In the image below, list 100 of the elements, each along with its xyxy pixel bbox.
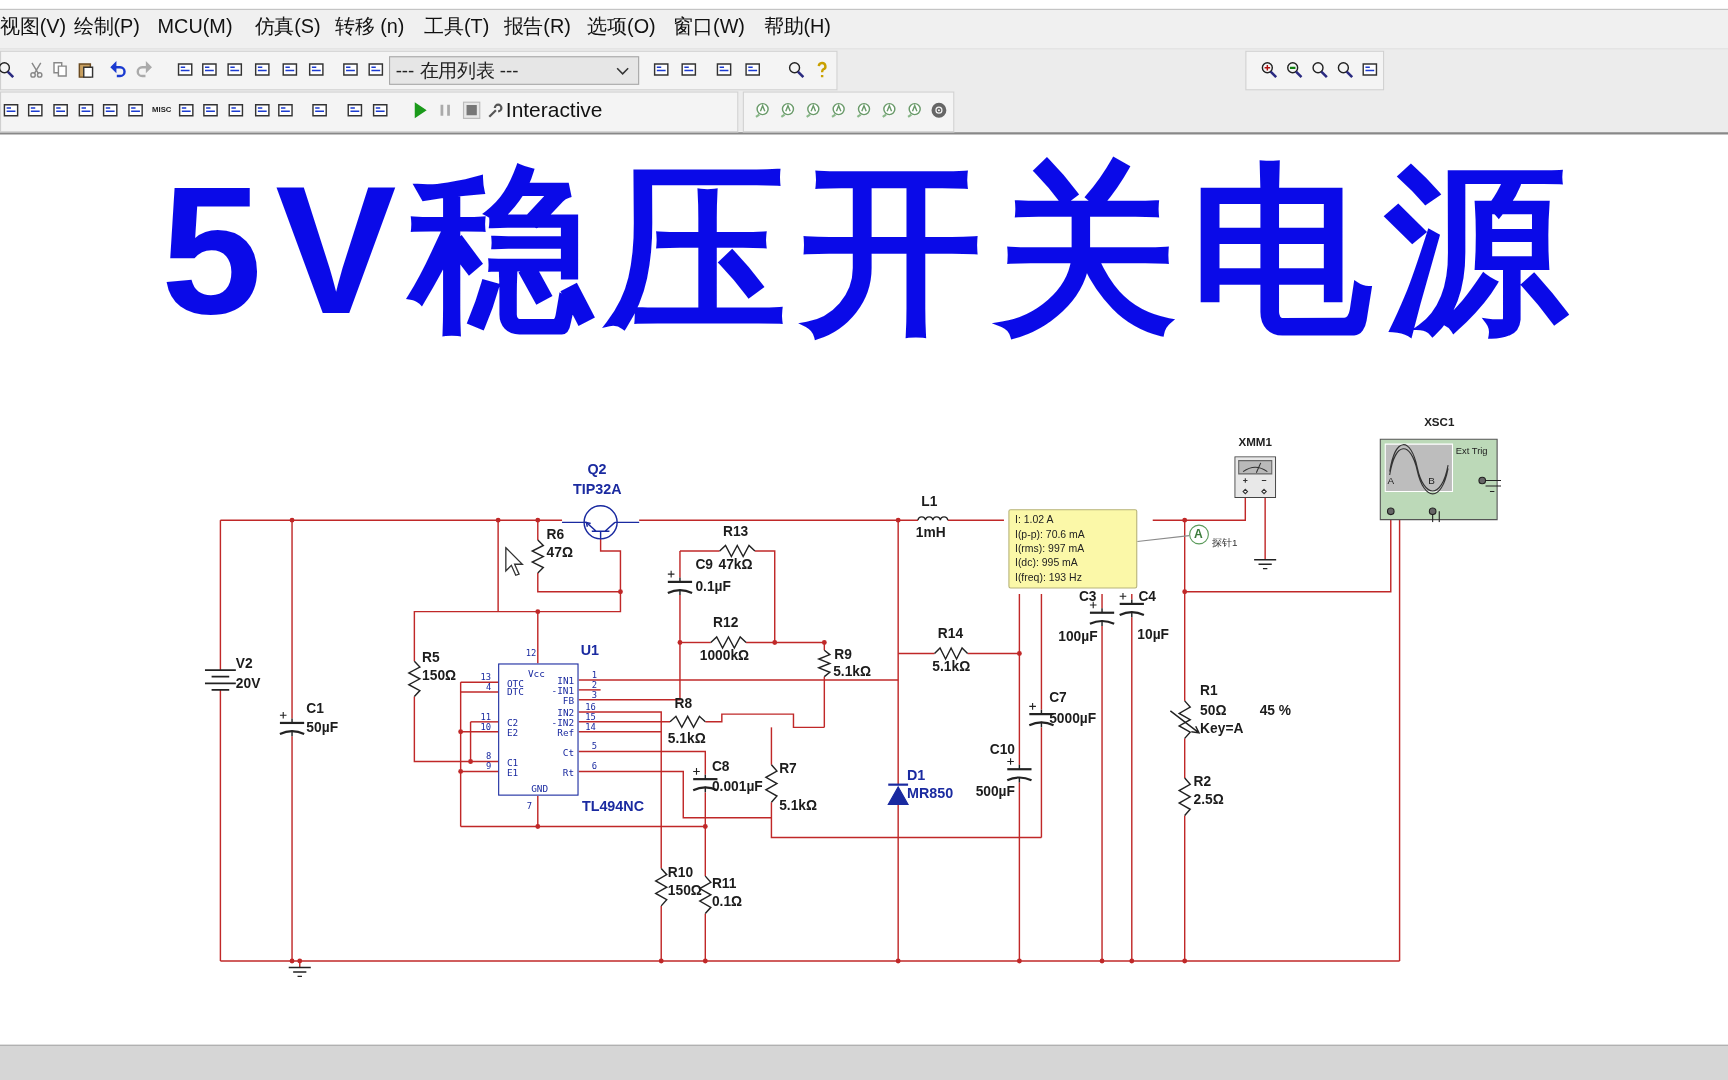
- menu-item: 工具(T): [424, 16, 490, 37]
- mode-label: Interactive: [505, 99, 603, 121]
- component-label: D1: [907, 768, 926, 783]
- value-label: 5.1kΩ: [779, 799, 817, 813]
- component-label: Q2: [587, 461, 607, 477]
- menu-item: 转移 (n): [335, 16, 405, 37]
- pin-number: 12: [525, 648, 537, 658]
- component-label: R2: [1193, 774, 1212, 789]
- probe-marker: [1189, 524, 1209, 545]
- probe-letter: A: [1193, 527, 1204, 540]
- pin-name: DTC: [506, 686, 524, 698]
- probe-readout-box: [1008, 509, 1138, 589]
- value-label: 5.1kΩ: [833, 664, 871, 679]
- value-label: 150Ω: [422, 668, 457, 683]
- value-label: 0.1µF: [695, 579, 731, 594]
- pin-name: FB: [562, 695, 575, 707]
- component-label: TL494NC: [581, 799, 644, 814]
- pin-number: 1: [591, 670, 598, 680]
- value-label: 20V: [235, 676, 261, 691]
- pin-number: 10: [480, 721, 492, 732]
- value-label: 150Ω: [667, 883, 702, 898]
- value-label: 2.5Ω: [1193, 793, 1224, 808]
- pin-name: Vcc: [527, 667, 545, 679]
- menu-item: MCU(M): [157, 16, 233, 37]
- dropdown-field: --- 在用列表 ---: [389, 56, 640, 85]
- readout-text: I(freq): 193 Hz: [1015, 571, 1082, 583]
- pin-number: 14: [585, 721, 596, 732]
- component-label: R7: [779, 761, 797, 776]
- terminal-label: A: [1387, 476, 1395, 486]
- terminal-label: Ext Trig: [1455, 446, 1488, 456]
- terminal-label: B: [1428, 476, 1435, 486]
- pin-number: 4: [486, 682, 492, 693]
- component-label: C10: [989, 742, 1015, 757]
- readout-text: I: 1.02 A: [1015, 514, 1054, 526]
- pin-name: Rt: [562, 767, 575, 779]
- component-label: R12: [713, 616, 739, 630]
- menu-item: 报告(R): [503, 16, 571, 37]
- value-label: 500µF: [975, 784, 1015, 799]
- pin-name: GND: [531, 783, 549, 795]
- menu-item: 仿真(S): [254, 16, 321, 37]
- value-label: 47Ω: [546, 545, 573, 560]
- component-label: R6: [546, 527, 565, 542]
- component-label: TIP32A: [573, 481, 622, 496]
- pin-number: 16: [585, 702, 596, 712]
- value-label: 45 %: [1259, 704, 1292, 718]
- pin-number: 5: [591, 741, 598, 752]
- instrument-label: XMM1: [1237, 436, 1273, 448]
- leader-line: [1136, 535, 1190, 543]
- component-label: MR850: [907, 785, 954, 801]
- pin-name: Ref: [557, 727, 575, 739]
- value-label: 100µF: [1058, 630, 1098, 645]
- component-label: R1: [1200, 684, 1218, 699]
- component-label: R11: [711, 877, 737, 891]
- pin-name: Ct: [562, 747, 575, 759]
- component-label: R9: [834, 648, 852, 662]
- pin-name: C2: [506, 717, 519, 729]
- readout-text: I(rms): 997 mA: [1015, 543, 1085, 554]
- value-label: 0.001µF: [711, 780, 763, 794]
- pin-number: 11: [480, 711, 492, 722]
- component-label: L1: [921, 494, 938, 509]
- component-label: R8: [674, 696, 693, 711]
- component-label: C4: [1138, 589, 1156, 604]
- pin-number: 8: [486, 751, 492, 762]
- pin-number: 15: [585, 711, 596, 722]
- component-label: R10: [667, 866, 694, 880]
- pin-number: 2: [591, 679, 598, 690]
- pin-name: -IN1: [551, 685, 575, 697]
- component-label: R14: [937, 627, 964, 641]
- value-label: 1mH: [915, 525, 946, 540]
- pin-number: 13: [480, 672, 492, 683]
- value-label: 47kΩ: [718, 557, 753, 572]
- pin-name: E1: [506, 767, 519, 779]
- menu-item: 绘制(P): [73, 16, 140, 37]
- readout-text: I(p-p): 70.6 mA: [1015, 529, 1085, 540]
- component-label: C8: [711, 760, 730, 775]
- pin-number: 6: [591, 761, 598, 772]
- instrument-label: XSC1: [1423, 416, 1456, 429]
- pin-name: C1: [506, 757, 519, 769]
- readout-text: I(dc): 995 mA: [1015, 557, 1078, 569]
- component-label: V2: [235, 656, 253, 671]
- value-label: 5.1kΩ: [932, 660, 971, 674]
- pin-name: E2: [506, 727, 519, 739]
- menu-item: 视图(V): [0, 16, 67, 37]
- value-label: 10µF: [1137, 628, 1169, 642]
- pin-name: OTC: [506, 677, 524, 689]
- probe-label: 探针1: [1212, 537, 1238, 548]
- menu-item: 帮助(H): [763, 16, 831, 37]
- component-label: C1: [306, 702, 324, 716]
- pin-name: -IN2: [551, 717, 575, 729]
- value-label: 5.1kΩ: [667, 731, 706, 746]
- value-label: 50Ω: [1200, 704, 1227, 718]
- menu-item: 选项(O): [587, 16, 656, 37]
- ic-chip-box: [498, 663, 579, 796]
- pin-number: 9: [486, 761, 492, 772]
- component-label: C7: [1049, 691, 1067, 705]
- component-label: R5: [422, 651, 440, 666]
- menu-item: 窗口(W): [673, 16, 745, 37]
- component-label: R13: [722, 524, 749, 539]
- value-label: Key=A: [1200, 721, 1244, 736]
- pin-number: 3: [591, 689, 598, 700]
